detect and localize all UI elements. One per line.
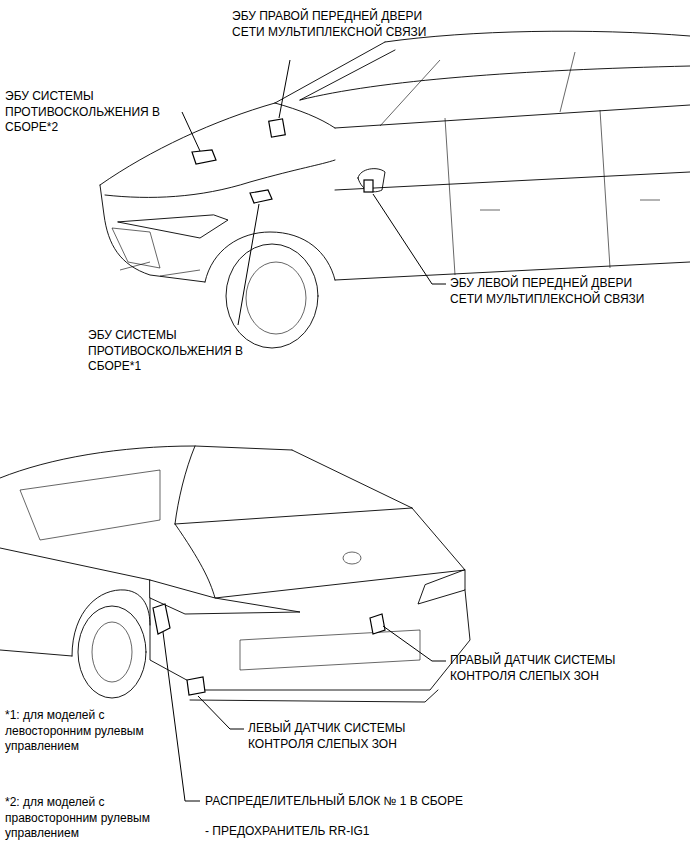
front-car (100, 31, 690, 348)
footnote: *1: для моделей с левосторонним рулевым … (5, 708, 175, 755)
part-label: ЛЕВЫЙ ДАТЧИК СИСТЕМЫ КОНТРОЛЯ СЛЕПЫХ ЗОН (248, 721, 468, 752)
part-label: ЭБУ СИСТЕМЫ ПРОТИВОСКОЛЬЖЕНИЯ В СБОРЕ*1 (88, 328, 270, 375)
part-label: ЭБУ ПРАВОЙ ПЕРЕДНЕЙ ДВЕРИ СЕТИ МУЛЬТИПЛЕ… (232, 9, 427, 40)
part-label: ЭБУ СИСТЕМЫ ПРОТИВОСКОЛЬЖЕНИЯ В СБОРЕ*2 (5, 89, 187, 136)
part-label: РАСПРЕДЕЛИТЕЛЬНЫЙ БЛОК № 1 В СБОРЕ (205, 794, 525, 810)
part-label: - ПРЕДОХРАНИТЕЛЬ RR-IG1 (205, 824, 405, 840)
part-label: ЭБУ ЛЕВОЙ ПЕРЕДНЕЙ ДВЕРИ СЕТИ МУЛЬТИПЛЕК… (450, 276, 650, 307)
leader-lines (163, 60, 446, 801)
rear-car (0, 446, 470, 702)
part-label: ПРАВЫЙ ДАТЧИК СИСТЕМЫ КОНТРОЛЯ СЛЕПЫХ ЗО… (450, 653, 675, 684)
footnote: *2: для моделей с правосторонним рулевым… (5, 795, 175, 842)
